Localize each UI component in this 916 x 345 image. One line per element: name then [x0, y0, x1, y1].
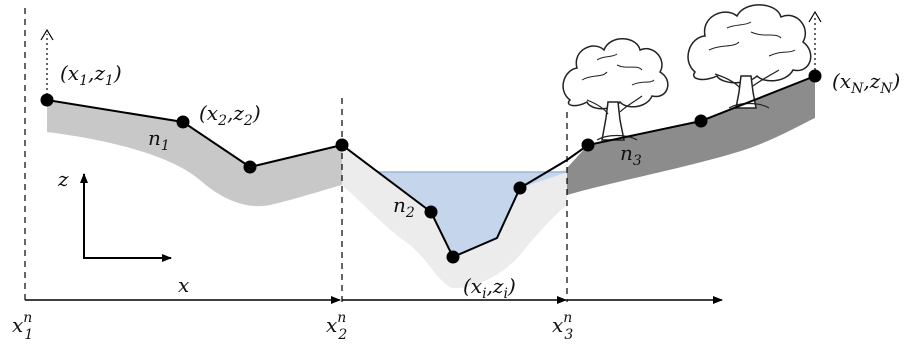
water [378, 172, 568, 257]
point-9 [694, 114, 708, 128]
point-4 [335, 138, 349, 152]
label-z-axis: z [57, 167, 69, 191]
point-7 [513, 181, 527, 195]
tree-icon [687, 4, 812, 109]
label-point-N: (xN,zN) [832, 69, 900, 97]
label-n1: n1 [148, 126, 170, 154]
label-n2: n2 [393, 193, 415, 221]
point-3 [243, 160, 257, 174]
label-point-i: (xi,zi) [463, 274, 516, 302]
label-point-1: (x1,z1) [60, 61, 122, 89]
profile-points [40, 69, 822, 264]
point-1 [40, 93, 54, 107]
point-5 [424, 205, 438, 219]
point-N [808, 69, 822, 83]
tree-icon [562, 38, 669, 141]
label-point-2: (x2,z2) [199, 101, 261, 129]
point-i [446, 250, 460, 264]
point-8 [581, 138, 595, 152]
label-n3: n3 [620, 141, 642, 169]
right-up-arrowhead [808, 10, 822, 23]
segment2-ground [342, 145, 567, 289]
label-x-axis: x [178, 273, 189, 297]
segment1-ground [47, 100, 342, 207]
point-2 [176, 115, 190, 129]
profile-line [46, 75, 816, 259]
left-up-arrowhead [40, 28, 54, 41]
